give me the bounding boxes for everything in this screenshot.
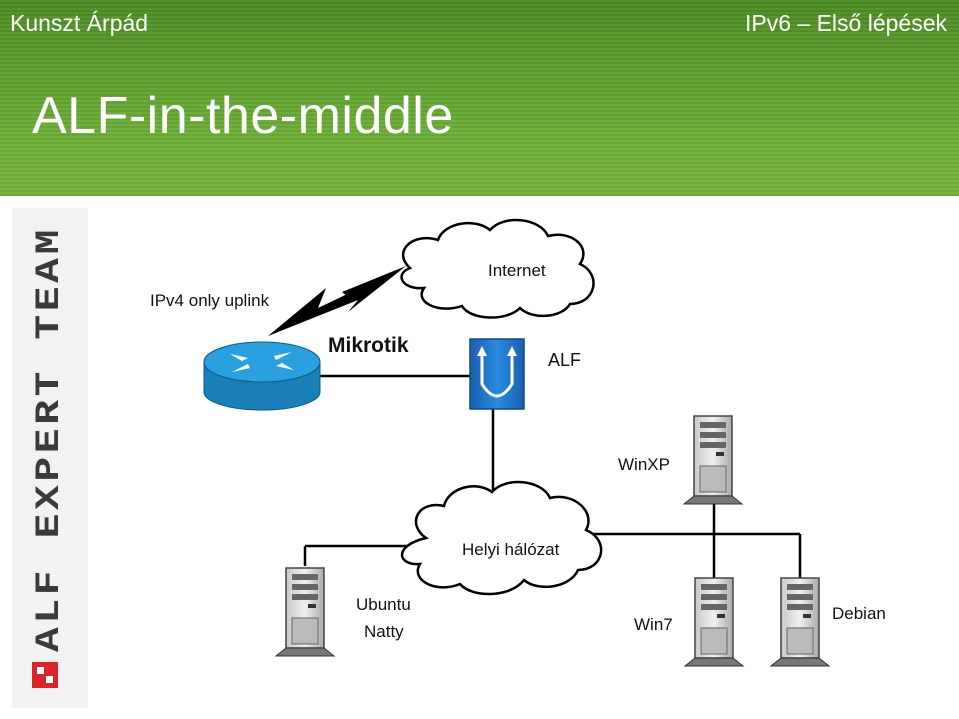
internet-cloud-icon <box>400 218 595 319</box>
win7-label: Win7 <box>634 615 673 634</box>
ubuntu-label-line1: Ubuntu <box>356 595 411 614</box>
course-title: IPv6 – Első lépések <box>744 10 947 36</box>
logo-mark-icon <box>32 662 58 688</box>
winxp-label: WinXP <box>618 455 670 474</box>
author-name: Kunszt Árpád <box>10 10 149 36</box>
mikrotik-label: Mikrotik <box>328 334 409 357</box>
server-winxp-icon <box>682 415 744 505</box>
logo-text: ALF EXPERT TEAM <box>31 226 69 652</box>
server-debian-icon <box>769 577 831 667</box>
firewall-icon <box>469 338 525 410</box>
local-network-label: Helyi hálózat <box>462 540 560 559</box>
header-texture <box>0 0 959 196</box>
network-diagram: IPv4 only uplink Internet Mikrotik ALF W… <box>150 218 886 667</box>
slide-header: Kunszt Árpád IPv6 – Első lépések ALF-in-… <box>0 0 959 196</box>
connection-lines <box>303 374 802 578</box>
ubuntu-label-line2: Natty <box>364 622 404 641</box>
alf-expert-team-logo: ALF EXPERT TEAM <box>12 208 88 708</box>
internet-label: Internet <box>488 261 546 280</box>
logo-graphic: ALF EXPERT TEAM <box>31 226 69 688</box>
router-icon <box>203 341 321 411</box>
slide-title: ALF-in-the-middle <box>32 87 454 145</box>
alf-label: ALF <box>548 350 581 370</box>
uplink-label: IPv4 only uplink <box>150 291 270 310</box>
server-ubuntu-icon <box>274 567 336 657</box>
debian-label: Debian <box>832 604 886 623</box>
lightning-link-icon-2 <box>268 266 406 336</box>
local-network-cloud-icon <box>401 480 603 596</box>
server-win7-icon <box>683 577 745 667</box>
